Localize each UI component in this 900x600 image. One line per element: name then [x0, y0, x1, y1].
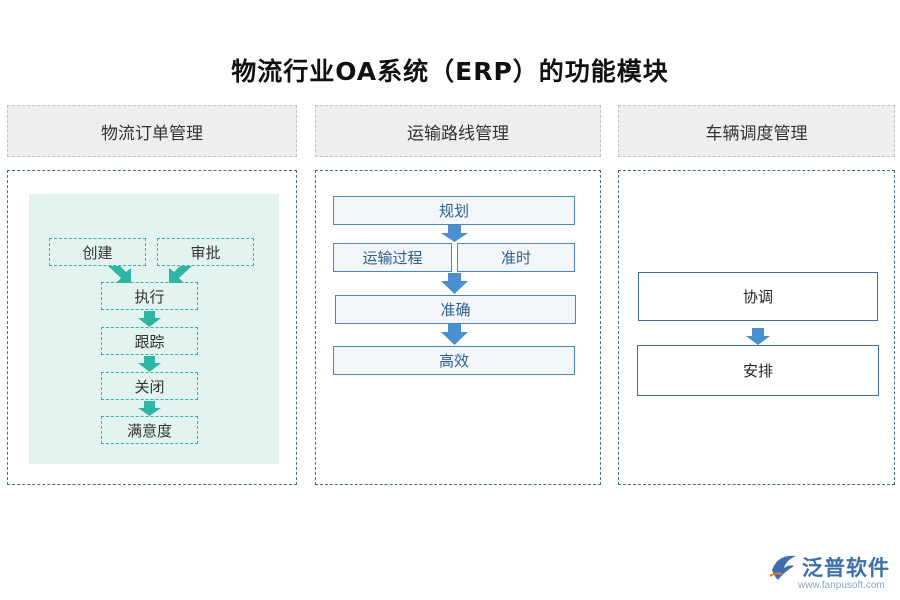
- arrow-icon: [138, 356, 161, 372]
- header-order-management: 物流订单管理: [7, 105, 297, 157]
- arrow-icon: [746, 328, 770, 345]
- order-flow-area: [29, 194, 279, 464]
- node-accurate: 准确: [335, 295, 576, 324]
- arrow-icon: [138, 311, 161, 327]
- header-route-management: 运输路线管理: [315, 105, 601, 157]
- panel-route-management: [315, 170, 601, 485]
- node-close: 关闭: [101, 372, 198, 400]
- arrow-icon: [169, 266, 192, 283]
- node-on-time: 准时: [457, 243, 575, 272]
- node-approve: 审批: [157, 238, 254, 266]
- node-create: 创建: [49, 238, 146, 266]
- node-efficient: 高效: [333, 346, 575, 375]
- logo-url: www.fanpusoft.com: [798, 580, 885, 591]
- panel-order-management: [7, 170, 297, 485]
- panel-vehicle-dispatch: [618, 170, 895, 485]
- node-plan: 规划: [333, 196, 575, 225]
- node-coordinate: 协调: [638, 272, 878, 321]
- arrow-icon: [441, 324, 468, 345]
- arrow-icon: [108, 266, 131, 283]
- node-track: 跟踪: [101, 327, 198, 355]
- arrow-icon: [138, 401, 161, 416]
- node-satisfaction: 满意度: [101, 416, 198, 444]
- arrow-icon: [441, 273, 468, 294]
- fanpu-logo-icon: [769, 555, 796, 580]
- node-execute: 执行: [101, 282, 198, 310]
- arrow-icon: [441, 225, 468, 242]
- page-title: 物流行业OA系统（ERP）的功能模块: [231, 57, 669, 86]
- logo-name: 泛普软件: [802, 556, 890, 580]
- header-vehicle-dispatch: 车辆调度管理: [618, 105, 895, 157]
- node-arrange: 安排: [637, 345, 879, 396]
- node-transport-process: 运输过程: [333, 243, 452, 272]
